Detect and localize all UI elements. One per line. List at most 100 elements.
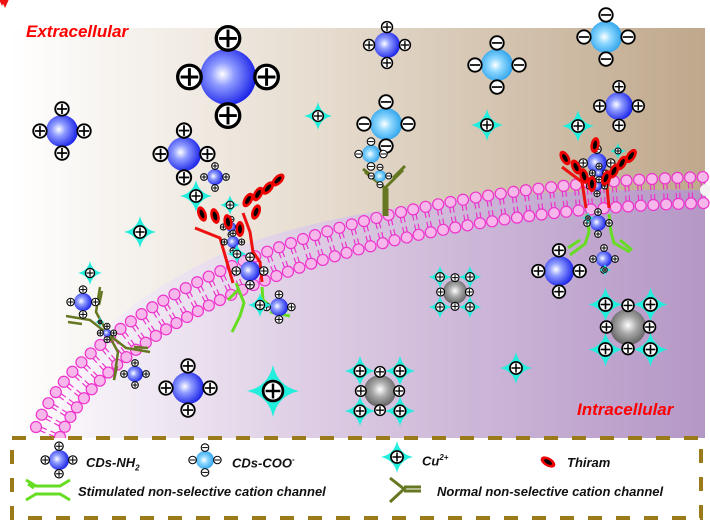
thiram-molecule bbox=[271, 173, 285, 187]
cds-coo-particle bbox=[356, 94, 416, 154]
cds-nh2-particle bbox=[593, 80, 645, 132]
phospholipid bbox=[494, 187, 511, 226]
phospholipid bbox=[432, 198, 450, 236]
legend-label-cu2: Cu2+ bbox=[422, 453, 449, 469]
cds-nh2-particle bbox=[120, 359, 150, 389]
thiram-molecule bbox=[242, 192, 254, 208]
cu2-ion bbox=[227, 244, 247, 264]
phospholipid bbox=[191, 276, 215, 312]
cds-nh2-particle bbox=[362, 20, 412, 70]
cu2-ion bbox=[344, 355, 376, 387]
phospholipid bbox=[321, 225, 341, 263]
cu2-ion bbox=[95, 317, 105, 327]
cds-nh2-particle bbox=[32, 101, 92, 161]
extracellular-label: Extracellular bbox=[26, 22, 129, 41]
cu2-ion bbox=[428, 295, 452, 319]
cu2-ion bbox=[124, 216, 156, 248]
thiram-molecule bbox=[261, 181, 275, 195]
thiram-molecule bbox=[235, 221, 245, 237]
legend-label-cds-nh2: CDs-NH2 bbox=[86, 455, 140, 473]
phospholipid bbox=[545, 181, 561, 220]
cds-nh2-particle bbox=[200, 162, 230, 192]
cu2-ion bbox=[247, 365, 299, 417]
thiram-molecule bbox=[600, 170, 612, 186]
phospholipid bbox=[469, 191, 487, 230]
phospholipid bbox=[519, 184, 536, 223]
cds-nh2-particle bbox=[531, 243, 587, 299]
cds-nh2-particle bbox=[96, 322, 118, 344]
phospholipid bbox=[296, 232, 318, 270]
cds-coo-particle bbox=[576, 7, 636, 67]
phospholipid bbox=[49, 386, 83, 414]
cu2-ion bbox=[384, 355, 416, 387]
cds-coo-particle bbox=[354, 137, 388, 171]
phospholipid bbox=[168, 288, 194, 324]
cu2-ion bbox=[588, 287, 623, 322]
cu2-ion bbox=[562, 110, 594, 142]
cu2-ion bbox=[304, 102, 332, 130]
cu2-ion bbox=[471, 109, 503, 141]
phospholipid bbox=[419, 200, 437, 239]
cu2-ion bbox=[458, 295, 482, 319]
phospholipid bbox=[261, 245, 283, 283]
phospholipid bbox=[482, 189, 499, 228]
phospholipid bbox=[633, 173, 647, 212]
cds-nh2-particle bbox=[583, 208, 613, 238]
phospholipid bbox=[658, 172, 673, 211]
phospholipid bbox=[42, 397, 77, 424]
thiram-molecule bbox=[570, 159, 582, 175]
phospholipid bbox=[333, 221, 353, 259]
phospholipid bbox=[532, 182, 548, 221]
cds-nh2-particle bbox=[589, 244, 619, 274]
phospholipid bbox=[202, 270, 227, 307]
legend-label-normal-channel: Normal non-selective cation channel bbox=[437, 484, 664, 499]
thiram-molecule bbox=[252, 186, 264, 202]
phospholipid bbox=[357, 214, 377, 253]
thiram-molecule bbox=[223, 214, 233, 230]
cds-nh2-particle bbox=[40, 441, 78, 479]
phospholipid bbox=[284, 237, 306, 274]
cu2-ion bbox=[500, 352, 532, 384]
thiram-molecule bbox=[250, 204, 262, 220]
lipid-bilayer-membrane bbox=[29, 170, 710, 444]
phospholipid bbox=[146, 301, 173, 336]
thiram-binding-arrow bbox=[1, 0, 588, 209]
cu2-ion bbox=[633, 332, 668, 367]
thiram-molecule bbox=[625, 148, 637, 164]
cu2-ion bbox=[599, 264, 611, 276]
thiram-molecule bbox=[590, 137, 600, 153]
phospholipid bbox=[507, 185, 524, 224]
cds-nh2-particle bbox=[176, 25, 280, 129]
phospholipid bbox=[75, 356, 106, 387]
phospholipid bbox=[345, 218, 365, 256]
phospholipid bbox=[683, 171, 698, 210]
cds-nh2-particle bbox=[66, 285, 100, 319]
cu2-ion bbox=[588, 332, 623, 367]
cu-cd-aggregate bbox=[344, 355, 416, 427]
cu2-ion bbox=[582, 212, 594, 224]
phospholipid bbox=[370, 211, 389, 250]
cu2-ion bbox=[633, 287, 668, 322]
cds-nh2-particle bbox=[220, 229, 246, 255]
legend-label-stimulated-channel: Stimulated non-selective cation channel bbox=[78, 484, 326, 499]
cu2-ion bbox=[428, 265, 452, 289]
cds-coo-particle bbox=[188, 443, 222, 477]
thiram-molecule bbox=[616, 155, 628, 171]
phospholipid bbox=[272, 241, 295, 278]
phospholipid bbox=[66, 365, 98, 396]
cu2-ion bbox=[384, 395, 416, 427]
cds-coo-particle bbox=[467, 35, 527, 95]
phospholipid bbox=[456, 193, 474, 232]
phospholipid bbox=[179, 282, 205, 318]
legend-label-thiram: Thiram bbox=[567, 455, 611, 470]
phospholipid bbox=[394, 205, 413, 244]
phospholipid bbox=[407, 203, 425, 241]
phospholipid bbox=[645, 172, 660, 212]
cu-cd-aggregate bbox=[588, 287, 668, 367]
phospholipid bbox=[135, 308, 162, 342]
phospholipid bbox=[557, 179, 573, 218]
cu2-ion bbox=[381, 441, 413, 473]
cu2-ion bbox=[610, 143, 626, 159]
phospholipid bbox=[620, 174, 635, 213]
